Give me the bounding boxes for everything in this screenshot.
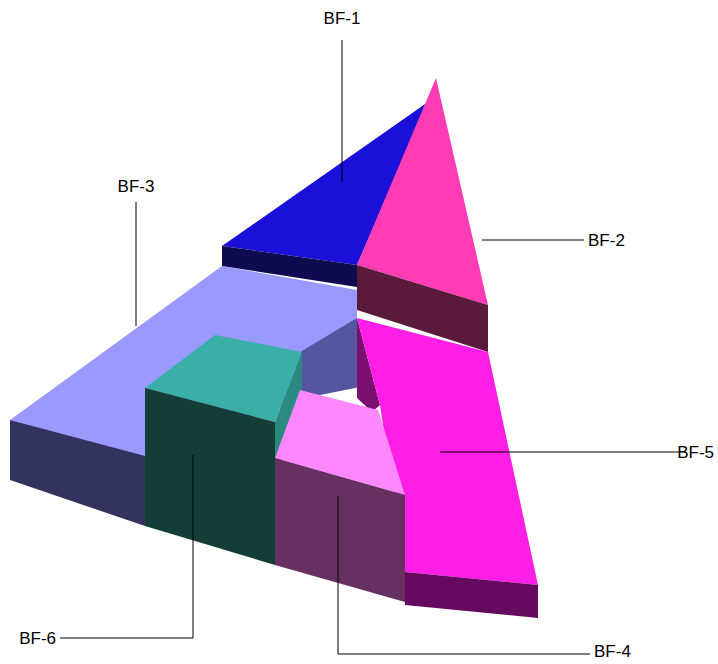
frame-inner-side	[300, 318, 357, 400]
leader-line	[482, 240, 584, 241]
leader-line	[342, 40, 343, 182]
block-front	[275, 458, 405, 602]
callout-label: BF-4	[594, 643, 631, 660]
block-front	[145, 388, 275, 565]
leader-line	[338, 496, 590, 654]
frame-front	[10, 420, 145, 526]
wedge-front	[222, 246, 357, 287]
leader-line	[440, 452, 686, 453]
wedge-top	[357, 78, 488, 305]
leader-line	[60, 455, 193, 638]
callout-label: BF-6	[19, 630, 56, 647]
callout-label: BF-3	[118, 178, 155, 195]
callout-label: BF-1	[324, 10, 361, 27]
leader-line	[136, 202, 137, 326]
callout-label: BF-5	[677, 444, 714, 461]
callout-label: BF-2	[588, 232, 625, 249]
wedge-front	[405, 572, 538, 618]
